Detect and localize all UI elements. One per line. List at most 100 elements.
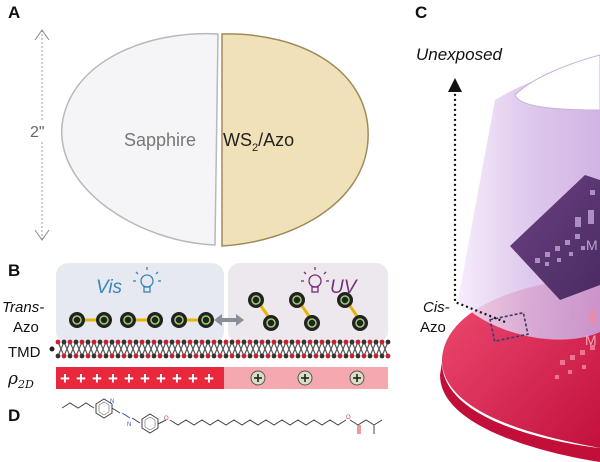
tmd-atom [283, 353, 289, 359]
vis-region-bg [56, 263, 224, 343]
tmd-atom [61, 339, 67, 345]
tmd-atom [337, 353, 343, 359]
size-label: 2" [30, 124, 45, 141]
cis-azo-label-line1: Cis- [423, 299, 450, 316]
plus-sign: + [204, 369, 214, 388]
tmd-atom [379, 353, 385, 359]
trans-azo-label-line2: Azo [13, 319, 39, 336]
cis-azo-molecule [289, 292, 320, 331]
switch-arrow-icon [214, 314, 244, 326]
cone-top-opening [514, 54, 600, 111]
panel-b: B Vis UV Trans- Azo Ci [2, 261, 450, 391]
tmd-atom [169, 353, 175, 359]
tmd-atom [139, 339, 145, 345]
tmd-atom [301, 339, 307, 345]
tmd-atom [319, 339, 325, 345]
trans-azo-molecule [120, 312, 163, 328]
tmd-atom [157, 339, 163, 345]
tmd-atom [349, 353, 355, 359]
tmd-atom [361, 353, 367, 359]
tmd-atom [115, 339, 121, 345]
tmd-atom [325, 339, 331, 345]
tmd-atom [127, 353, 133, 359]
tmd-atom [109, 339, 115, 345]
tmd-atom [97, 339, 103, 345]
plus-sign: + [140, 369, 150, 388]
tmd-atom [145, 353, 151, 359]
sapphire-label: Sapphire [124, 130, 196, 150]
panel-a: A 2" Sapphire WS2/Azo [8, 3, 369, 247]
tmd-atom [133, 353, 139, 359]
tmd-atom [205, 353, 211, 359]
size-arrow-top-head [34, 29, 50, 41]
panel-a-label: A [8, 3, 20, 22]
mask-letter-glyph: M [586, 237, 598, 253]
tmd-atom [343, 353, 349, 359]
rho-2d-label: ρ2D [7, 369, 34, 391]
tmd-atom [271, 339, 277, 345]
tmd-atom [379, 339, 385, 345]
tmd-atom [283, 339, 289, 345]
tmd-atom [277, 353, 283, 359]
tmd-atom [103, 353, 109, 359]
unexposed-pointer-arrowhead [448, 78, 462, 92]
tmd-atom [223, 353, 229, 359]
tmd-atom [295, 353, 301, 359]
tmd-atom [163, 339, 169, 345]
tmd-atom [181, 339, 187, 345]
tmd-atom [193, 339, 199, 345]
tmd-atom [163, 353, 169, 359]
tmd-atom [223, 339, 229, 345]
tmd-atom [103, 339, 109, 345]
tmd-atom [385, 353, 391, 359]
disk-letter-glyph: M [585, 332, 597, 348]
tmd-atom [229, 339, 235, 345]
tmd-atom [301, 353, 307, 359]
tmd-atom [61, 353, 67, 359]
tmd-atom [367, 353, 373, 359]
tmd-atom [217, 339, 223, 345]
tmd-atom [373, 339, 379, 345]
tmd-atom [145, 339, 151, 345]
tmd-atom [85, 339, 91, 345]
tmd-atom [337, 339, 343, 345]
trans-azo-molecule [171, 312, 214, 328]
tmd-label: TMD [8, 344, 41, 361]
tmd-end-dot [49, 346, 55, 352]
tmd-atom [253, 353, 259, 359]
unexposed-label: Unexposed [416, 45, 503, 64]
tmd-atom [241, 353, 247, 359]
tmd-atom [211, 339, 217, 345]
panel-d: D N N O O [8, 398, 383, 434]
panel-b-label: B [8, 261, 20, 280]
tmd-atom [235, 353, 241, 359]
tmd-atom [271, 353, 277, 359]
tmd-atom [157, 353, 163, 359]
tmd-atom [85, 353, 91, 359]
tmd-atom [331, 339, 337, 345]
tmd-atom [313, 339, 319, 345]
plus-circle-icon [297, 370, 313, 386]
tmd-atom [235, 339, 241, 345]
tmd-atom [187, 353, 193, 359]
tmd-atom [175, 339, 181, 345]
cis-azo-label-line2: Azo [420, 319, 446, 336]
tmd-atom [187, 339, 193, 345]
tmd-atom [73, 339, 79, 345]
cis-azo-molecule [248, 292, 279, 331]
red-disk-edge [440, 362, 600, 462]
ws2-azo-wafer-half [221, 33, 369, 247]
unexposed-region-marker [489, 311, 529, 343]
plus-sign: + [108, 369, 118, 388]
tmd-atoms [55, 339, 391, 359]
tmd-atom [385, 339, 391, 345]
tmd-atom [169, 339, 175, 345]
tmd-atom [289, 353, 295, 359]
plus-sign: + [172, 369, 182, 388]
tmd-atom [67, 353, 73, 359]
tmd-atom [367, 339, 373, 345]
sapphire-wafer-half [61, 32, 219, 246]
tmd-atom [259, 353, 265, 359]
tmd-atom [55, 353, 61, 359]
tmd-atom [55, 339, 61, 345]
